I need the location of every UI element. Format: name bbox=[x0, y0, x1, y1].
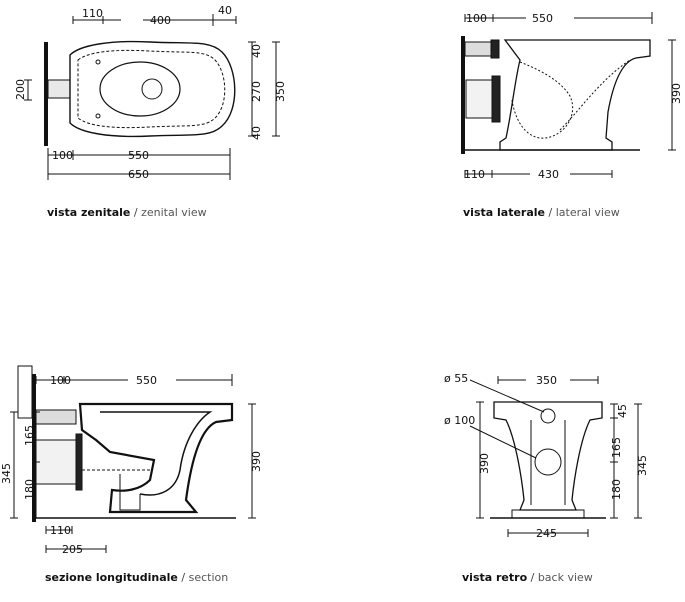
caption-section: sezione longitudinale / section bbox=[45, 571, 228, 584]
dim-label: 180 bbox=[23, 479, 36, 500]
dim-label: 550 bbox=[128, 149, 149, 162]
caption-en: section bbox=[188, 571, 229, 584]
section-drawing bbox=[10, 365, 256, 553]
dim-label: 550 bbox=[136, 374, 157, 387]
dim-label: 390 bbox=[478, 453, 491, 474]
dim-label: 100 bbox=[466, 12, 487, 25]
caption-it: vista zenitale bbox=[47, 206, 131, 219]
dim-label: 100 bbox=[52, 149, 73, 162]
dim-label: 345 bbox=[0, 463, 13, 484]
dim-label: 345 bbox=[636, 455, 649, 476]
dim-label: 430 bbox=[538, 168, 559, 181]
dim-label: 110 bbox=[82, 7, 103, 20]
caption-en: back view bbox=[537, 571, 593, 584]
dim-label: 400 bbox=[150, 14, 171, 27]
top-view-drawing bbox=[24, 14, 280, 180]
dim-label: 350 bbox=[536, 374, 557, 387]
wall bbox=[44, 42, 48, 146]
caption-separator: / bbox=[527, 571, 538, 584]
dim-label: 110 bbox=[464, 168, 485, 181]
dim-label: 200 bbox=[14, 79, 27, 100]
caption-separator: / bbox=[130, 206, 142, 219]
dim-label: 100 bbox=[50, 374, 71, 387]
caption-back-view: vista retro / back view bbox=[462, 571, 593, 584]
dim-label: 390 bbox=[670, 83, 683, 104]
dim-label: 270 bbox=[250, 81, 263, 102]
dim-label: 165 bbox=[610, 437, 623, 458]
outlet-pipe bbox=[47, 79, 71, 99]
dim-label: 40 bbox=[250, 44, 263, 58]
side-view-drawing bbox=[461, 12, 676, 178]
caption-it: vista laterale bbox=[463, 206, 545, 219]
caption-it: vista retro bbox=[462, 571, 528, 584]
dim-label: 650 bbox=[128, 168, 149, 181]
dim-label: 550 bbox=[532, 12, 553, 25]
caption-separator: / bbox=[177, 571, 189, 584]
dim-label: 45 bbox=[616, 404, 629, 418]
dim-label: 390 bbox=[250, 451, 263, 472]
dim-label: 350 bbox=[274, 81, 287, 102]
caption-top-view: vista zenitale / zenital view bbox=[47, 206, 207, 219]
bowl-outline bbox=[69, 40, 236, 138]
dim-label: 245 bbox=[536, 527, 557, 540]
caption-side-view: vista laterale / lateral view bbox=[463, 206, 620, 219]
dim-label: ø 55 bbox=[444, 372, 468, 385]
caption-separator: / bbox=[545, 206, 556, 219]
back-view-drawing bbox=[469, 376, 642, 537]
dim-label: 110 bbox=[50, 524, 71, 537]
caption-en: zenital view bbox=[141, 206, 207, 219]
dim-label: 205 bbox=[62, 543, 83, 556]
dim-label: 40 bbox=[218, 4, 232, 17]
caption-en: lateral view bbox=[555, 206, 620, 219]
dim-label: ø 100 bbox=[444, 414, 475, 427]
dim-label: 180 bbox=[610, 479, 623, 500]
dim-label: 40 bbox=[250, 126, 263, 140]
caption-it: sezione longitudinale bbox=[45, 571, 178, 584]
dim-label: 165 bbox=[23, 425, 36, 446]
